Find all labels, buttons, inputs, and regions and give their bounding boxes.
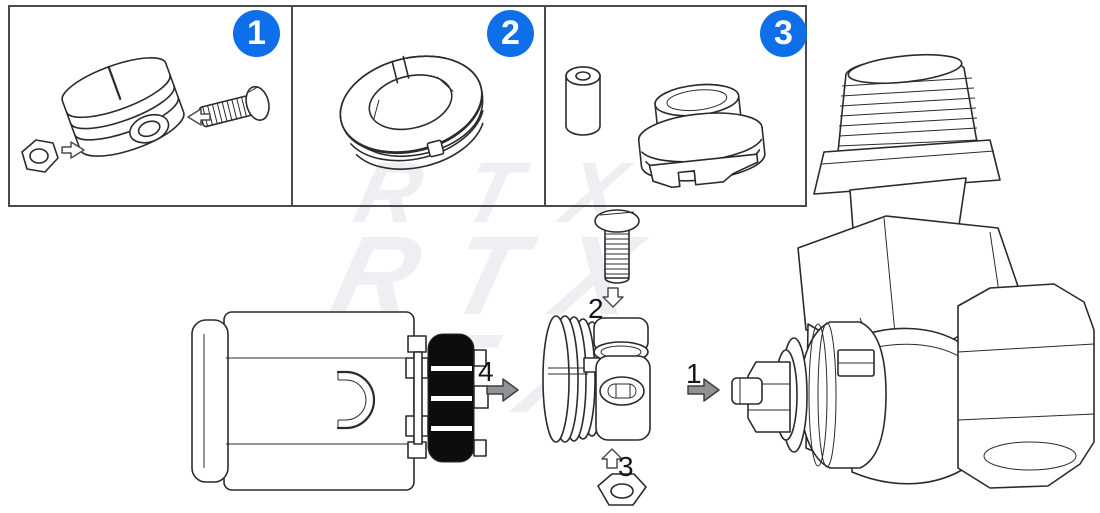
step-4-label: 4	[478, 356, 494, 387]
step-3-label: 3	[618, 451, 634, 482]
panel-3-badge-number: 3	[774, 14, 793, 52]
valve-union-nut-illustration	[957, 283, 1095, 489]
panel-1-nut-illustration	[21, 139, 59, 173]
nut-direction-arrow-icon	[601, 448, 623, 469]
panel-2-badge-number: 2	[501, 14, 520, 52]
panel-1-badge: 1	[233, 10, 280, 57]
step-1-arrow-icon	[687, 378, 720, 402]
panel-3-cap-illustration	[637, 83, 766, 189]
panel-3-badge: 3	[760, 10, 807, 57]
valve-body-illustration	[731, 53, 1095, 489]
thermostat-head-illustration	[191, 311, 489, 491]
panel-divider-2	[544, 7, 546, 205]
valve-stem-pin-illustration	[731, 377, 763, 405]
screw-illustration	[594, 209, 640, 284]
panel-3-pin-illustration	[565, 66, 601, 136]
head-knurled-ring-illustration	[427, 333, 475, 463]
panel-1-arrow-left-icon	[187, 108, 211, 126]
panel-divider-1	[291, 7, 293, 205]
head-marker-illustration	[336, 370, 376, 430]
valve-insert-illustration	[731, 321, 887, 469]
panel-1-screw-illustration	[198, 85, 270, 128]
panel-1-adapter-illustration	[21, 57, 270, 173]
panel-1-arrow-right-icon	[61, 141, 85, 159]
screw-direction-arrow-icon	[602, 287, 624, 308]
step-2-label: 2	[588, 293, 604, 324]
panel-1-badge-number: 1	[247, 14, 266, 52]
panel-2-badge: 2	[487, 10, 534, 57]
adapter-illustration	[542, 315, 651, 443]
nut-illustration	[597, 473, 647, 506]
panel-2-ring-illustration	[339, 55, 484, 170]
parts-panel-frame	[8, 5, 807, 207]
step-4-arrow-icon	[486, 378, 519, 402]
step-1-label: 1	[686, 358, 702, 389]
